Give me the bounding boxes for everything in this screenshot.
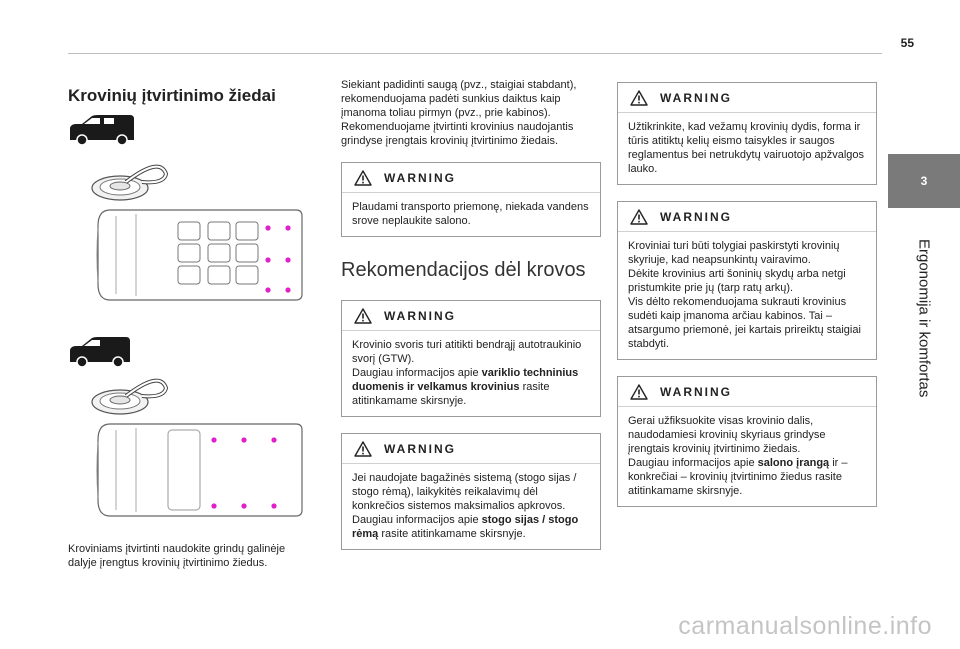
warning-line: Daugiau informacijos apie stogo sijas / … [352,514,579,540]
ring-marker [265,257,271,263]
warning-text: Gerai užfiksuokite visas krovinio dalis,… [618,407,876,506]
warning-text: Užtikrinkite, kad vežamų krovinių dydis,… [628,121,865,175]
warning-box-6: WARNING Gerai užfiksuokite visas krovini… [617,376,877,507]
watermark: carmanualsonline.info [678,612,932,640]
warning-line: Kroviniai turi būti tolygiai paskirstyti… [628,240,840,266]
ring-marker [285,257,291,263]
warning-line: Daugiau informacijos apie variklio techn… [352,367,579,407]
column-left: Krovinių įtvirtinimo žiedai [68,78,308,106]
ring-marker [271,437,277,443]
warning-box-1: WARNING Plaudami transporto priemonę, ni… [341,162,601,237]
rings-caption: Kroviniams įtvirtinti naudokite grindų g… [68,543,286,569]
ring-marker [241,437,247,443]
warning-icon [354,169,372,186]
ring-detail-2 [91,378,169,415]
ring-marker [211,437,217,443]
warning-line: Dėkite krovinius arti šoninių skydų arba… [628,268,846,294]
warning-line: Vis dėlto rekomenduojama sukrauti krovin… [628,296,861,350]
warning-title: WARNING [660,384,732,399]
reference-link: variklio techninius duomenis ir velkamus… [352,367,579,393]
warning-icon [630,208,648,225]
warning-title: WARNING [660,209,732,224]
warning-icon [354,307,372,324]
page-number: 55 [900,36,914,50]
warning-text: Jei naudojate bagažinės sistemą (stogo s… [342,464,600,549]
warning-line: Gerai užfiksuokite visas krovinio dalis,… [628,415,826,455]
ring-marker [211,503,217,509]
reference-link: salono įrangą [757,457,830,469]
warning-box-3: WARNING Jei naudojate bagažinės sistemą … [341,433,601,550]
warning-box-2: WARNING Krovinio svoris turi atitikti be… [341,300,601,417]
van-top-view-2 [96,423,303,517]
chapter-tab[interactable]: 3 [888,154,960,208]
ring-detail-1 [91,164,169,201]
reference-link: stogo sijas / stogo rėmą [352,514,579,540]
warning-line: Krovinio svoris turi atitikti bendrąjį a… [352,339,582,365]
warning-title: WARNING [384,308,456,323]
warning-icon [630,383,648,400]
chapter-title-text: Ergonomija ir komfortas [915,238,933,398]
ring-marker [265,225,271,231]
ring-marker [285,287,291,293]
warning-title: WARNING [384,441,456,456]
warning-box-5: WARNING Kroviniai turi būti tolygiai pas… [617,201,877,360]
warning-box-4: WARNING Užtikrinkite, kad vežamų krovini… [617,82,877,185]
column-middle: Siekiant padidinti saugą (pvz., staigiai… [341,78,601,566]
warning-text: Kroviniai turi būti tolygiai paskirstyti… [618,232,876,359]
warning-icon [354,440,372,457]
warning-line: Daugiau informacijos apie salono įrangą … [628,457,848,497]
van-long-icon [70,115,134,146]
header-rule [68,53,882,54]
column-right: WARNING Užtikrinkite, kad vežamų krovini… [617,82,877,523]
warning-title: WARNING [660,90,732,105]
warning-text: Krovinio svoris turi atitikti bendrąjį a… [342,331,600,416]
ring-marker [271,503,277,509]
intro-text: Siekiant padidinti saugą (pvz., staigiai… [341,79,577,147]
subsection-title: Rekomendacijos dėl krovos [341,259,586,281]
warning-line: Jei naudojate bagažinės sistemą (stogo s… [352,472,577,512]
van-short-icon [70,337,130,368]
warning-text: Plaudami transporto priemonę, niekada va… [352,201,589,227]
warning-icon [630,89,648,106]
ring-marker [241,503,247,509]
van-top-view-1 [96,209,303,301]
warning-title: WARNING [384,170,456,185]
chapter-title: Ergonomija ir komfortas [888,228,960,408]
ring-marker [285,225,291,231]
ring-marker [265,287,271,293]
van-illustrations [70,115,303,517]
section-title: Krovinių įtvirtinimo žiedai [68,86,276,105]
